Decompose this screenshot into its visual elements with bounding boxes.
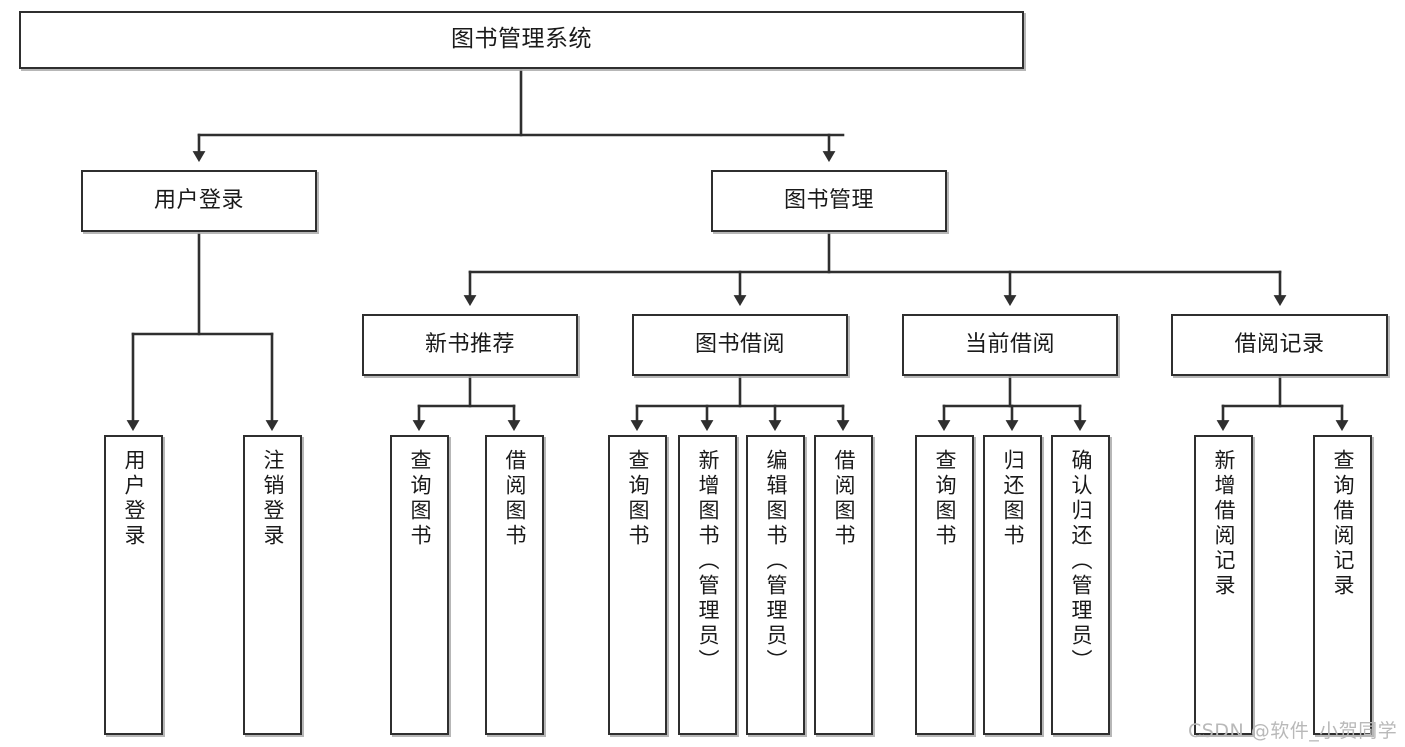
watermark-credit: CSDN @软件_小贺同学 [1188, 720, 1398, 742]
node-label: 用户登录 [122, 449, 146, 549]
leaf-user-login[interactable]: 用户登录 [104, 435, 163, 735]
node-root-system[interactable]: 图书管理系统 [19, 11, 1024, 69]
leaf-borrow-book-recommend[interactable]: 借阅图书 [485, 435, 544, 735]
leaf-query-book-current[interactable]: 查询图书 [915, 435, 974, 735]
leaf-add-book-admin[interactable]: 新增图书（管理员） [678, 435, 737, 735]
node-label: 用户登录 [153, 187, 244, 213]
node-label: 图书借阅 [694, 331, 785, 357]
node-label: 查询借阅记录 [1331, 449, 1355, 599]
node-label: 编辑图书（管理员） [764, 449, 788, 674]
node-new-book-recommend[interactable]: 新书推荐 [362, 314, 578, 376]
node-label: 新增借阅记录 [1212, 449, 1236, 599]
leaf-query-book-recommend[interactable]: 查询图书 [390, 435, 449, 735]
leaf-return-book[interactable]: 归还图书 [983, 435, 1042, 735]
node-label: 查询图书 [933, 449, 957, 549]
node-label: 新书推荐 [424, 331, 515, 357]
node-borrow-record[interactable]: 借阅记录 [1171, 314, 1388, 376]
node-label: 图书管理 [783, 187, 874, 213]
node-book-manage[interactable]: 图书管理 [711, 170, 947, 232]
leaf-query-book-borrow[interactable]: 查询图书 [608, 435, 667, 735]
node-label: 借阅记录 [1234, 331, 1325, 357]
node-label: 注销登录 [261, 449, 285, 549]
leaf-logout-login[interactable]: 注销登录 [243, 435, 302, 735]
node-label: 查询图书 [626, 449, 650, 549]
leaf-query-borrow-record[interactable]: 查询借阅记录 [1313, 435, 1372, 735]
leaf-add-borrow-record[interactable]: 新增借阅记录 [1194, 435, 1253, 735]
node-label: 当前借阅 [964, 331, 1055, 357]
leaf-edit-book-admin[interactable]: 编辑图书（管理员） [746, 435, 805, 735]
node-label: 借阅图书 [832, 449, 856, 549]
node-label: 查询图书 [408, 449, 432, 549]
leaf-borrow-book-borrow[interactable]: 借阅图书 [814, 435, 873, 735]
node-label: 图书管理系统 [451, 26, 592, 53]
node-book-borrow[interactable]: 图书借阅 [632, 314, 848, 376]
node-user-login[interactable]: 用户登录 [81, 170, 317, 232]
node-label: 确认归还（管理员） [1069, 449, 1093, 674]
leaf-confirm-return-admin[interactable]: 确认归还（管理员） [1051, 435, 1110, 735]
node-label: 归还图书 [1001, 449, 1025, 549]
node-label: 新增图书（管理员） [696, 449, 720, 674]
node-label: 借阅图书 [503, 449, 527, 549]
node-current-borrow[interactable]: 当前借阅 [902, 314, 1118, 376]
